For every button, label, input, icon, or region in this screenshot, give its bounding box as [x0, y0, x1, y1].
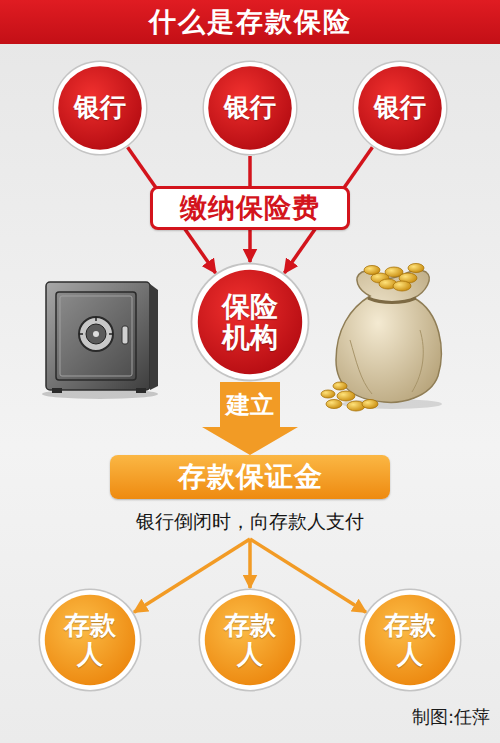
circle-shadow-ring — [199, 589, 302, 692]
credit-label: 制图:任萍 — [412, 705, 490, 729]
depositor-circle: 存款 人 — [38, 588, 142, 692]
fund-box: 存款保证金银行倒闭时，向存款人支付 — [110, 455, 390, 535]
circle-white-ring — [360, 590, 460, 690]
money-bag-illustration — [321, 264, 442, 412]
circle-white-ring — [200, 590, 300, 690]
circle-shadow-ring — [52, 60, 147, 155]
circle-shadow-ring — [359, 589, 462, 692]
node-label: 银行 — [68, 93, 132, 122]
block-arrow — [202, 382, 298, 455]
circle-shadow-ring — [352, 60, 447, 155]
circle-text-holder: 存款 人 — [358, 588, 462, 692]
title-band: 什么是存款保险 — [0, 0, 500, 44]
node-label: 银行 — [218, 93, 282, 122]
arrow-connector — [248, 539, 252, 588]
depositor-circle: 存款 人 — [358, 588, 462, 692]
node-note: 银行倒闭时，向存款人支付 — [110, 509, 390, 535]
circle-white-ring — [192, 264, 307, 379]
node-label: 存款 人 — [380, 611, 440, 669]
circle-text-holder: 存款 人 — [38, 588, 142, 692]
insurer-circle: 保险 机构 — [190, 262, 310, 382]
circle-shadow-ring — [191, 263, 310, 382]
circle-fill — [58, 66, 142, 150]
fund-bar: 存款保证金 — [110, 455, 390, 499]
node-label: 银行 — [368, 93, 432, 122]
circle-text-holder: 保险 机构 — [190, 262, 310, 382]
depositor-circle: 存款 人 — [198, 588, 302, 692]
bank-circle: 银行 — [202, 60, 298, 156]
circle-fill — [358, 66, 442, 150]
bank-circle: 银行 — [352, 60, 448, 156]
fee-box: 缴纳保险费 — [150, 186, 350, 230]
circle-text-holder: 存款 人 — [198, 588, 302, 692]
bank-circle: 银行 — [52, 60, 148, 156]
circle-fill — [365, 595, 455, 685]
circle-white-ring — [204, 62, 296, 154]
node-label: 保险 机构 — [218, 291, 282, 354]
circle-text-holder: 银行 — [202, 60, 298, 156]
node-label: 存款保证金 — [178, 458, 323, 496]
node-label: 存款 人 — [220, 611, 280, 669]
circle-fill — [205, 595, 295, 685]
circle-white-ring — [40, 590, 140, 690]
safe-illustration — [42, 282, 158, 399]
circle-shadow-ring — [39, 589, 142, 692]
node-label: 缴纳保险费 — [180, 190, 320, 226]
circle-fill — [198, 270, 302, 374]
circle-text-holder: 银行 — [52, 60, 148, 156]
node-label: 存款 人 — [60, 611, 120, 669]
circle-fill — [45, 595, 135, 685]
circle-fill — [208, 66, 292, 150]
title-text: 什么是存款保险 — [149, 4, 352, 40]
edge-label: 建立 — [226, 389, 274, 421]
circle-white-ring — [54, 62, 146, 154]
circle-shadow-ring — [202, 60, 297, 155]
circle-text-holder: 银行 — [352, 60, 448, 156]
circle-white-ring — [354, 62, 446, 154]
